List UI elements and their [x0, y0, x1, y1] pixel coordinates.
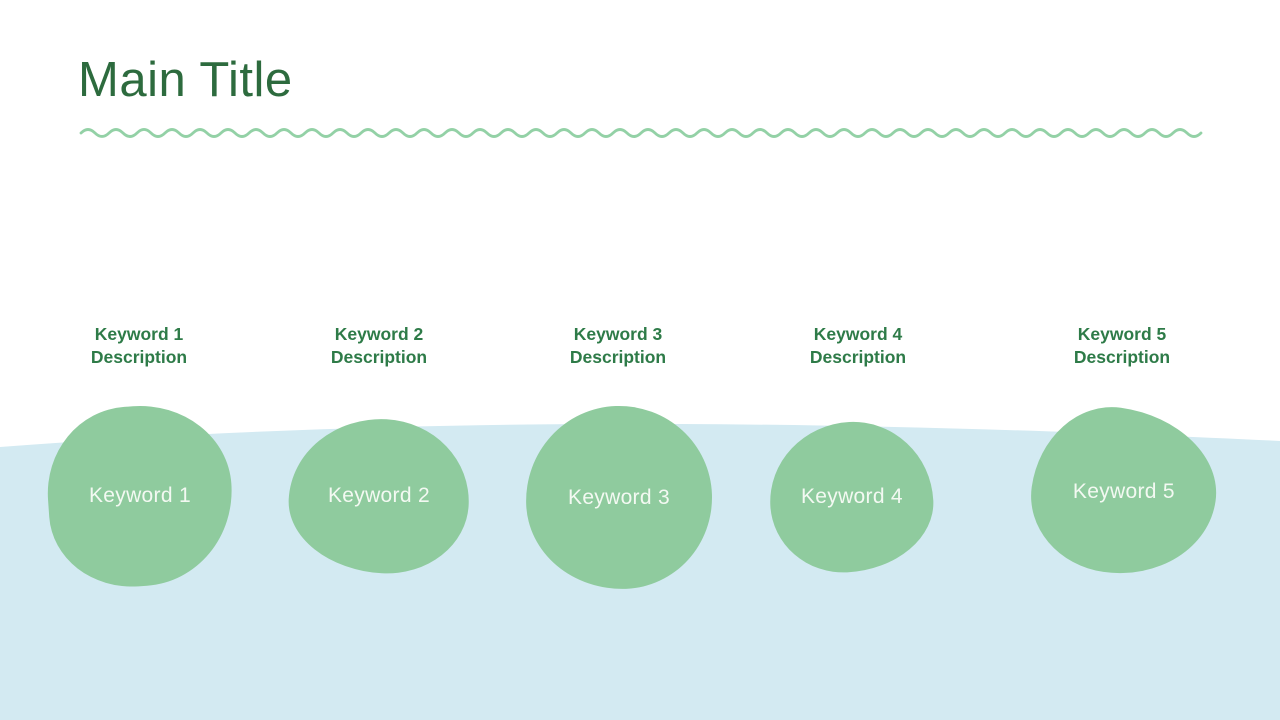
keyword-5-bubble-label: Keyword 5	[1073, 479, 1175, 503]
keyword-1-caption: Keyword 1 Description	[39, 323, 239, 369]
keyword-1-bubble-label: Keyword 1	[89, 484, 191, 508]
keyword-3-bubble-label: Keyword 3	[568, 485, 670, 509]
keyword-2-bubble-label: Keyword 2	[328, 483, 430, 507]
keyword-3-caption-subtitle: Description	[569, 347, 667, 367]
keyword-1-caption-subtitle: Description	[90, 347, 188, 367]
keyword-4-caption: Keyword 4 Description	[758, 323, 958, 369]
keyword-2-caption-subtitle: Description	[330, 347, 428, 367]
keyword-4-caption-title: Keyword 4	[813, 324, 903, 344]
keyword-4-bubble-label: Keyword 4	[800, 485, 903, 509]
keyword-5-caption: Keyword 5 Description	[1022, 323, 1222, 369]
wavy-divider-line	[79, 128, 1203, 138]
keyword-4-caption-subtitle: Description	[809, 347, 907, 367]
keyword-3-caption-title: Keyword 3	[573, 324, 663, 344]
keyword-5-caption-title: Keyword 5	[1077, 324, 1167, 344]
wavy-divider	[79, 128, 1203, 138]
keyword-2-caption-title: Keyword 2	[334, 324, 424, 344]
keyword-3-caption: Keyword 3 Description	[518, 323, 718, 369]
keyword-2-caption: Keyword 2 Description	[279, 323, 479, 369]
keyword-1-caption-title: Keyword 1	[94, 324, 184, 344]
keyword-5-caption-subtitle: Description	[1073, 347, 1171, 367]
page-title: Main Title	[78, 53, 293, 107]
